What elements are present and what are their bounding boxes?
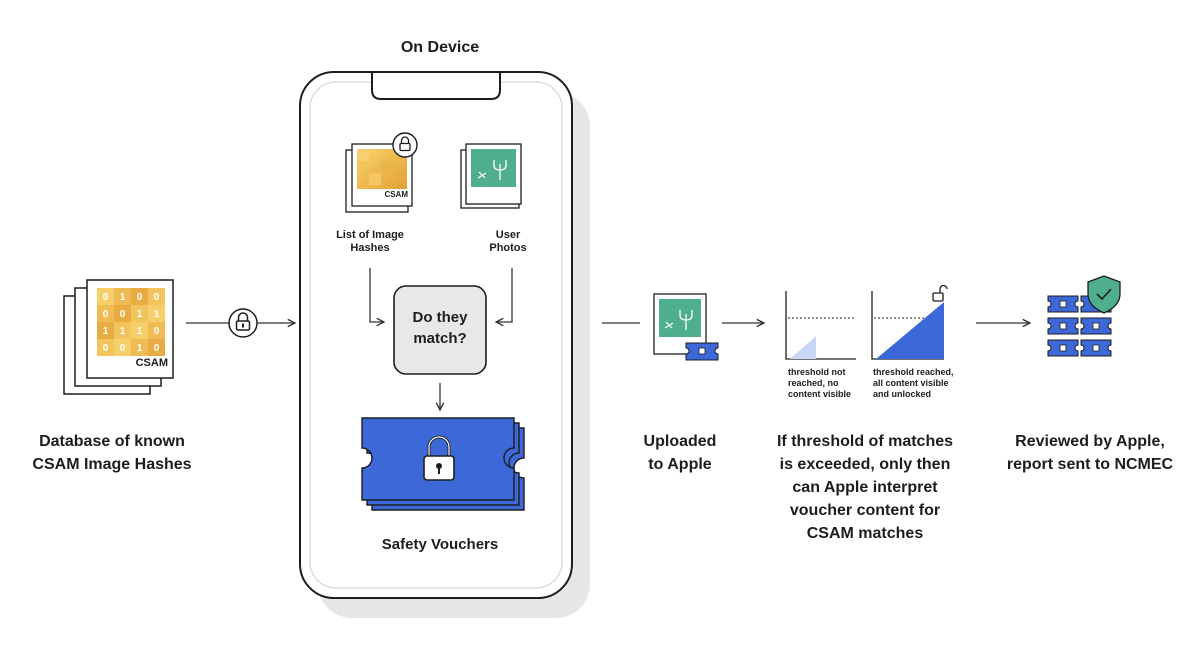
hash-cell bbox=[148, 305, 165, 322]
threshold-not-reached-line3: content visible bbox=[788, 389, 852, 399]
safety-vouchers-label: Safety Vouchers bbox=[381, 536, 499, 553]
arrow-right-icon bbox=[369, 268, 384, 322]
threshold-reached-line1: threshold reached, bbox=[873, 367, 954, 377]
hash-cell bbox=[97, 305, 114, 322]
hash-digit: 1 bbox=[137, 343, 143, 354]
uploaded-photo-card bbox=[653, 293, 719, 361]
hash-digit: 1 bbox=[154, 309, 160, 320]
hash-cell bbox=[148, 339, 165, 356]
user-photos-label-line1: User bbox=[495, 229, 521, 241]
match-question-line2: match? bbox=[413, 330, 467, 347]
hash-list-tag: CSAM bbox=[384, 190, 408, 199]
arrow-left-icon bbox=[496, 268, 513, 322]
hash-digit: 1 bbox=[120, 292, 126, 303]
threshold-caption-line2: is exceeded, only then bbox=[779, 456, 951, 473]
hash-cell bbox=[148, 288, 165, 305]
hash-digit: 0 bbox=[137, 292, 143, 303]
match-question-line1: Do they bbox=[412, 309, 468, 326]
unlock-icon bbox=[932, 284, 948, 302]
hash-cell bbox=[131, 288, 148, 305]
hash-cell bbox=[97, 288, 114, 305]
hash-digit: 0 bbox=[120, 343, 126, 354]
lock-icon bbox=[1092, 344, 1100, 352]
threshold-reached-line3: and unlocked bbox=[873, 389, 932, 399]
hash-cell bbox=[148, 322, 165, 339]
hash-digit: 0 bbox=[103, 292, 109, 303]
hash-cell bbox=[97, 322, 114, 339]
hash-digit: 1 bbox=[137, 309, 143, 320]
hash-digit: 0 bbox=[154, 343, 160, 354]
hash-cell bbox=[131, 322, 148, 339]
threshold-caption-line3: can Apple interpret bbox=[792, 479, 938, 496]
hash-cell bbox=[114, 305, 131, 322]
lock-icon bbox=[423, 435, 455, 481]
threshold-caption-line5: CSAM matches bbox=[806, 525, 924, 542]
upload-caption-line1: Uploaded bbox=[643, 433, 717, 450]
database-caption-line1: Database of known bbox=[39, 433, 185, 450]
hash-digit: 1 bbox=[137, 326, 143, 337]
hash-digit: 0 bbox=[120, 309, 126, 320]
threshold-caption-line1: If threshold of matches bbox=[776, 433, 954, 450]
hash-cell bbox=[97, 339, 114, 356]
shield-check-icon bbox=[1087, 275, 1121, 314]
lock-icon bbox=[392, 132, 418, 158]
lock-icon bbox=[1059, 300, 1067, 308]
hash-digit: 0 bbox=[103, 343, 109, 354]
hash-digit: 0 bbox=[154, 292, 160, 303]
hash-cell bbox=[131, 339, 148, 356]
hash-list-label-line2: Hashes bbox=[350, 242, 390, 254]
lock-icon bbox=[228, 308, 258, 338]
review-caption-line1: Reviewed by Apple, bbox=[1015, 433, 1165, 450]
hash-cell bbox=[131, 305, 148, 322]
hash-digit: 0 bbox=[103, 309, 109, 320]
hash-list-label-line1: List of Image bbox=[336, 229, 404, 241]
upload-caption-line2: to Apple bbox=[648, 456, 712, 473]
user-photo-card bbox=[460, 143, 522, 209]
hash-digit: 1 bbox=[103, 326, 109, 337]
database-caption-line2: CSAM Image Hashes bbox=[32, 456, 192, 473]
hash-cell bbox=[114, 339, 131, 356]
hash-cell bbox=[114, 288, 131, 305]
threshold-not-reached-chart bbox=[785, 291, 856, 360]
user-photos-label-line2: Photos bbox=[489, 242, 527, 254]
hash-digit: 1 bbox=[120, 326, 126, 337]
hash-digit: 0 bbox=[154, 326, 160, 337]
lock-icon bbox=[1092, 322, 1100, 330]
review-caption-line2: report sent to NCMEC bbox=[1006, 456, 1174, 473]
threshold-not-reached-line1: threshold not bbox=[788, 367, 846, 377]
lock-icon bbox=[1059, 344, 1067, 352]
match-box bbox=[393, 285, 487, 375]
lock-icon bbox=[1059, 322, 1067, 330]
threshold-caption-line4: voucher content for bbox=[789, 502, 941, 519]
hash-cell bbox=[114, 322, 131, 339]
threshold-reached-chart bbox=[871, 291, 944, 360]
on-device-title: On Device bbox=[400, 39, 480, 56]
threshold-reached-line2: all content visible bbox=[873, 378, 949, 388]
csam-tag: CSAM bbox=[135, 357, 168, 369]
threshold-not-reached-line2: reached, no bbox=[788, 378, 839, 388]
